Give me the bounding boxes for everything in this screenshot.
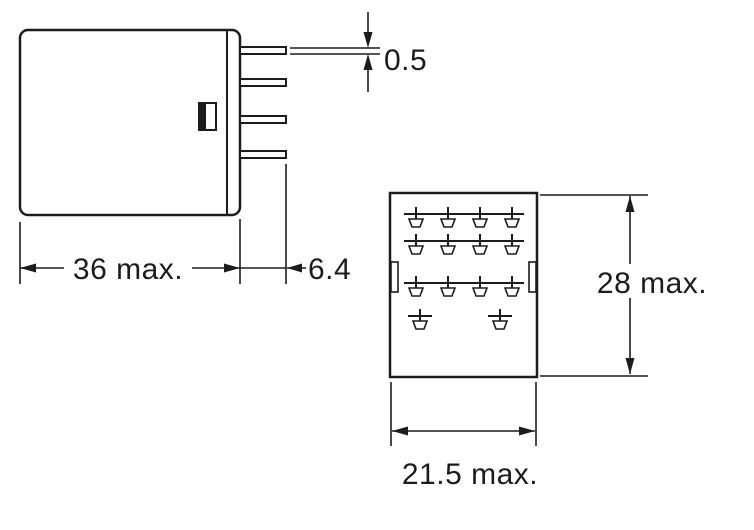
pin-thickness-dimension: 0.5: [290, 12, 427, 92]
arrow-up-icon: [625, 196, 635, 212]
relay-base-outline: [388, 191, 539, 379]
label-mask: [64, 251, 192, 283]
arrow-left-icon: [20, 263, 36, 273]
arrow-right-icon: [224, 263, 240, 273]
arrow-right-icon: [519, 426, 535, 436]
side-pin: [239, 78, 287, 87]
side-pin: [239, 46, 287, 55]
guide-notch-left: [390, 261, 399, 293]
arrow-down-icon: [363, 32, 373, 48]
pin-length-dimension: 6.4: [240, 164, 351, 286]
base-height-label: 28 max.: [597, 267, 707, 300]
arrow-left-icon: [392, 426, 408, 436]
base-width-dimension: 21.5 max.: [390, 382, 538, 491]
side-pin: [239, 115, 287, 124]
label-mask: [582, 264, 724, 298]
pin-length-label: 6.4: [308, 253, 351, 286]
guide-notch-right: [528, 261, 537, 293]
body-width-label: 36 max.: [73, 253, 183, 286]
arrow-up-icon: [363, 54, 373, 70]
arrow-left-icon: [287, 263, 302, 273]
arrow-down-icon: [625, 358, 635, 374]
pin-thickness-label: 0.5: [384, 44, 427, 77]
latch-detail-fill: [199, 103, 206, 130]
side-view: [18, 28, 287, 217]
bottom-view: [388, 191, 539, 379]
body-width-dimension: 36 max.: [19, 219, 241, 286]
base-width-label: 21.5 max.: [402, 458, 538, 491]
side-pin: [239, 150, 287, 159]
base-height-dimension: 28 max.: [540, 194, 724, 377]
